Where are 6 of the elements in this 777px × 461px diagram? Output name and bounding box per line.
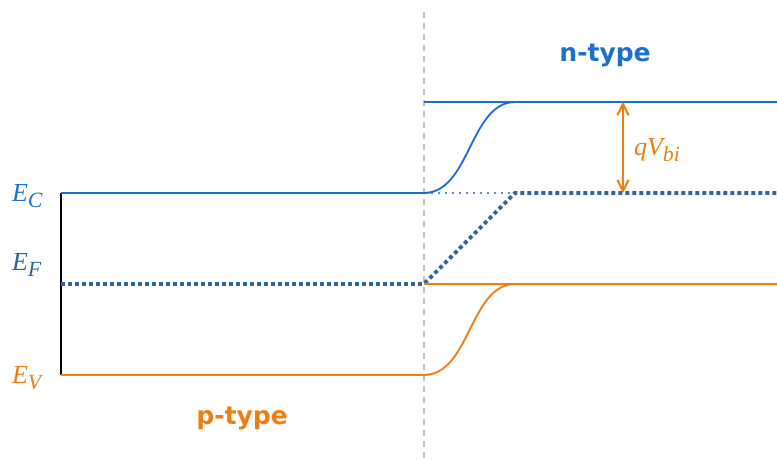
energy-level-label: E$_{F}$ [12, 249, 42, 281]
energy-level-label: E$_{C}$ [12, 180, 42, 212]
potential-label: qV$_{bi}$ [634, 134, 680, 166]
region-label: p-type [196, 403, 288, 428]
region-label: n-type [559, 40, 651, 65]
energy-level-label: E$_{V}$ [12, 362, 42, 394]
